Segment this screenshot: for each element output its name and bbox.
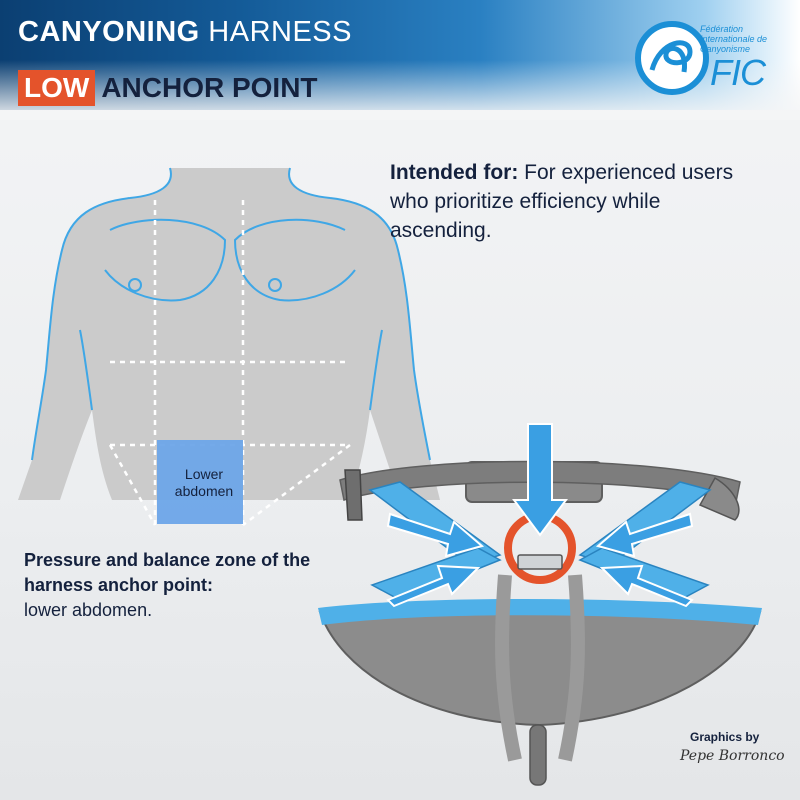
logo-org-name: Fédération Internationale de Canyonisme [700,24,768,54]
title-bold: CANYONING [18,16,200,48]
subtitle-highlight: LOW [18,70,96,106]
lower-abdomen-zone [157,440,243,524]
intended-description: For experienced users who prioritize eff… [390,161,734,242]
body-silhouette [18,168,440,500]
title-light: HARNESS [208,16,352,48]
credit-label: Graphics by [690,730,760,744]
pressure-heading: Pressure and balance zone of the harness… [24,550,311,595]
harness-seat [318,602,762,727]
intended-label: Intended for: [390,161,519,184]
pressure-description: lower abdomen. [24,600,153,620]
zone-label: Lower abdomen [174,466,234,499]
subtitle-rest: ANCHOR POINT [101,72,318,103]
logo-acronym: FIC [710,52,766,93]
credit-signature: Pepe Borronco [680,748,785,764]
pressure-zone-text: Pressure and balance zone of the harness… [24,548,354,623]
force-arrows [386,423,694,608]
intended-for-text: Intended for: For experienced users who … [390,158,760,245]
page-title: CANYONING HARNESS [18,16,352,49]
